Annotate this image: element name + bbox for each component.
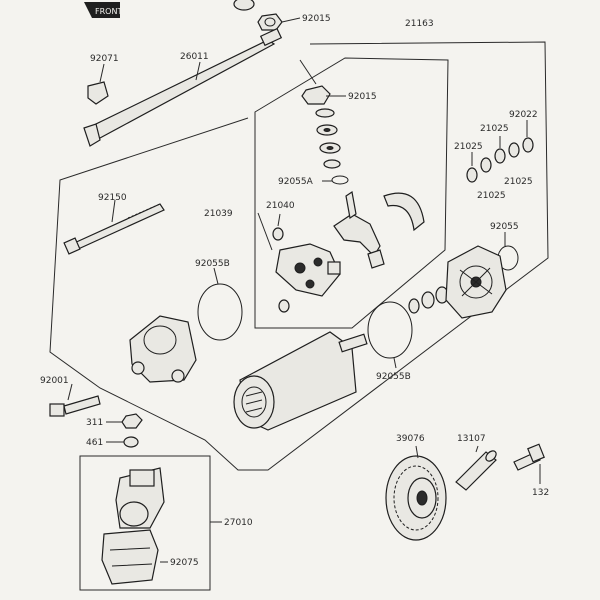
brush-holder-21039-part [275, 243, 341, 297]
label-21025-b: 21025 [454, 142, 483, 152]
label-92015-top: 92015 [302, 14, 331, 24]
label-132: 132 [532, 488, 549, 498]
label-92150: 92150 [98, 193, 127, 203]
relay-box [79, 455, 211, 591]
nut-92015-mid-part [301, 85, 331, 105]
label-92022: 92022 [509, 110, 538, 120]
top-washer-part [233, 0, 255, 11]
label-21025-a: 21025 [480, 124, 509, 134]
bracket-92071-part [87, 81, 109, 105]
label-92055: 92055 [490, 222, 519, 232]
rear-cover-part [445, 245, 507, 319]
cover-92075-part [101, 529, 159, 585]
washers-21025-part [466, 137, 534, 183]
cable-26011-part [83, 27, 283, 147]
label-311: 311 [86, 418, 103, 428]
front-cover-part [129, 315, 197, 383]
label-21163: 21163 [405, 19, 434, 29]
label-92015-mid: 92015 [348, 92, 377, 102]
washer-stack-part [315, 108, 349, 185]
gear-39076-part [385, 455, 447, 541]
brush-holder-box [254, 57, 449, 329]
assembly-outline [49, 41, 549, 471]
label-26011: 26011 [180, 52, 209, 62]
bolt-92150-part [63, 203, 165, 255]
armature-motor-part [233, 331, 368, 431]
shaft-13107-part [455, 450, 497, 491]
label-21025-d: 21025 [504, 177, 533, 187]
label-92055B-a: 92055B [195, 259, 230, 269]
label-27010: 27010 [224, 518, 253, 528]
brush-plate-arc-part [383, 192, 425, 232]
label-21040: 21040 [266, 201, 295, 211]
label-92071: 92071 [90, 54, 119, 64]
nut-311-part [121, 413, 143, 429]
brush-spring-21040-part [272, 227, 290, 313]
label-21039: 21039 [204, 209, 233, 219]
label-92055A: 92055A [278, 177, 314, 187]
label-92001: 92001 [40, 376, 69, 386]
bolt-132-part [513, 443, 545, 471]
oring-92055B-mid-part [367, 301, 413, 359]
label-39076: 39076 [396, 434, 425, 444]
label-92055B-b: 92055B [376, 372, 411, 382]
front-tag: FRONT [84, 2, 122, 18]
nut-92015-top-part [257, 13, 283, 31]
rear-washers-part [408, 286, 449, 314]
oring-92055B-left-part [197, 283, 243, 341]
label-21025-c: 21025 [477, 191, 506, 201]
bolt-92001-part [49, 395, 101, 417]
relay-27010-part [115, 467, 165, 529]
front-tag-text: FRONT [95, 7, 122, 16]
terminal-plate-part [333, 190, 385, 269]
washer-461-part [123, 436, 139, 448]
label-92075: 92075 [170, 558, 199, 568]
label-13107: 13107 [457, 434, 486, 444]
label-461: 461 [86, 438, 103, 448]
